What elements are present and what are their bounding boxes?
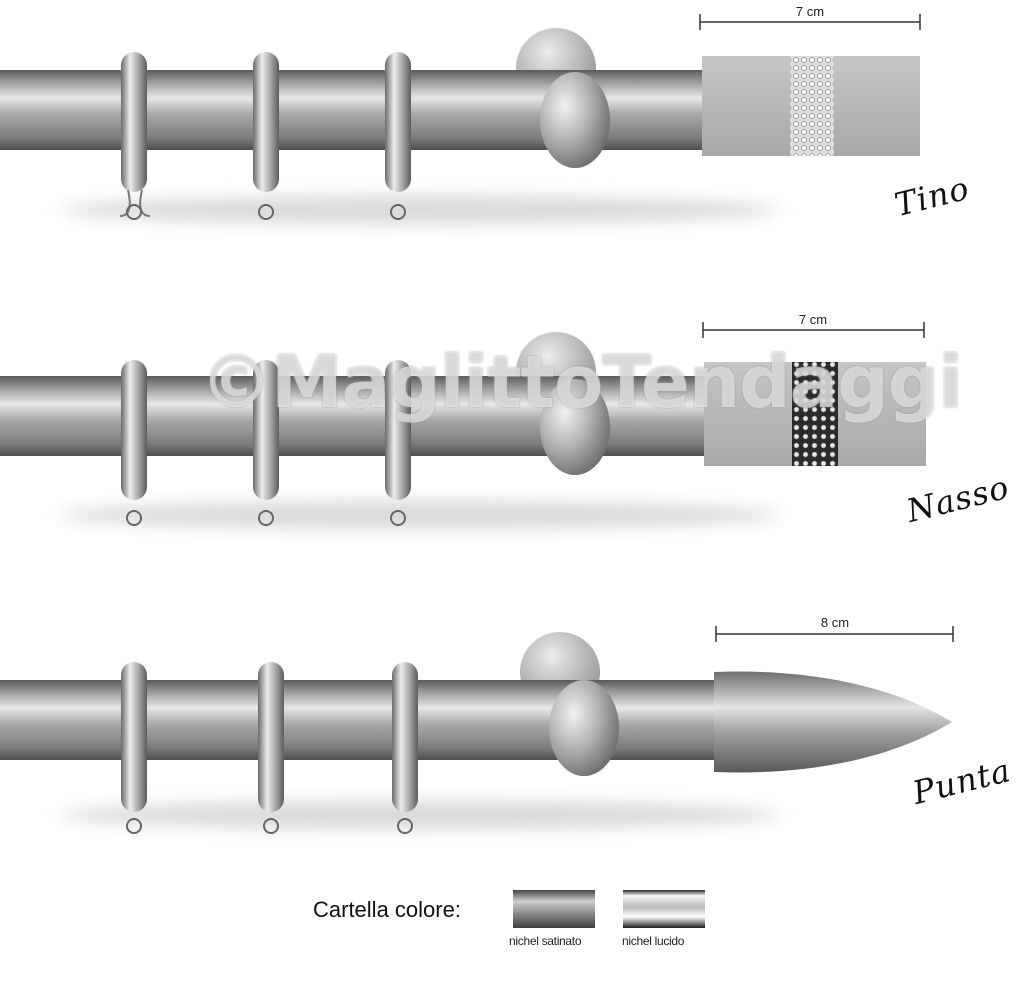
dimension-label-nasso: 7 cm	[798, 312, 828, 327]
rod-shadow	[60, 196, 780, 224]
curtain-ring	[392, 662, 418, 812]
rod-punta	[0, 626, 954, 834]
swatch-nichel-satinato	[513, 890, 595, 928]
pointed-finial	[714, 671, 952, 773]
crystal-band	[790, 56, 834, 156]
dimension-label-tino: 7 cm	[795, 4, 825, 19]
rod-shadow	[60, 501, 780, 529]
rod-tino	[0, 14, 921, 224]
crystal-band	[792, 362, 838, 466]
curtain-ring	[385, 360, 411, 500]
curtain-ring	[253, 52, 279, 192]
curtain-ring	[258, 662, 284, 812]
swatch-label-satinato: nichel satinato	[509, 934, 582, 948]
swatch-label-lucido: nichel lucido	[622, 934, 685, 948]
curtain-ring	[385, 52, 411, 192]
watermark: ©MaglittoTendaggi	[200, 340, 963, 424]
bracket-knob	[540, 379, 610, 475]
curtain-ring	[253, 360, 279, 500]
curtain-ring	[121, 52, 147, 192]
curtain-ring	[121, 662, 147, 812]
swatch-nichel-lucido	[623, 890, 705, 928]
rod-nasso	[0, 322, 926, 529]
bracket-knob	[540, 72, 610, 168]
swatch-title: Cartella colore:	[313, 897, 461, 922]
rod-shadow	[60, 801, 780, 829]
dimension-label-punta: 8 cm	[820, 615, 850, 630]
bracket-knob	[549, 680, 619, 776]
curtain-ring	[121, 360, 147, 500]
